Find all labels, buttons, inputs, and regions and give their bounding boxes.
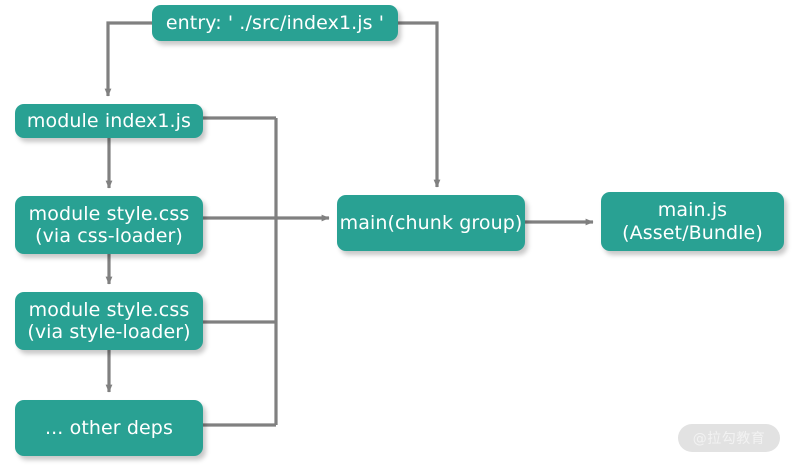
watermark-badge: @拉勾教育 [678,424,780,452]
node-main-js-asset-bundle-label-line1: main.js [657,199,728,222]
node-module-style-css-via-css-loader[interactable]: module style.css (via css-loader) [15,196,203,254]
node-main-js-asset-bundle-label-line2: (Asset/Bundle) [622,221,763,244]
node-main-chunk-group[interactable]: main(chunk group) [337,195,525,251]
node-entry-label: entry: ' ./src/index1.js ' [165,11,385,34]
node-module-style-css-via-style-loader-label-line1: module style.css [28,298,190,321]
node-module-index1-js[interactable]: module index1.js [15,104,203,138]
node-entry[interactable]: entry: ' ./src/index1.js ' [152,5,398,41]
node-module-style-css-via-css-loader-label-line2: (via css-loader) [35,225,183,247]
edge-entry-to-chunk-group [398,21,441,188]
node-module-style-css-via-style-loader-label-line2: (via style-loader) [27,321,191,343]
watermark-text: @拉勾教育 [692,431,766,447]
node-module-index1-js-label: module index1.js [26,109,192,132]
node-module-style-css-via-css-loader-label-line1: module style.css [28,202,190,225]
edge-entry-to-module-index [104,21,152,97]
node-main-chunk-group-label: main(chunk group) [339,211,523,234]
node-main-js-asset-bundle[interactable]: main.js (Asset/Bundle) [601,192,784,251]
node-module-style-css-via-style-loader[interactable]: module style.css (via style-loader) [15,292,203,350]
node-other-deps[interactable]: ... other deps [15,400,203,456]
node-other-deps-label: ... other deps [45,416,173,439]
